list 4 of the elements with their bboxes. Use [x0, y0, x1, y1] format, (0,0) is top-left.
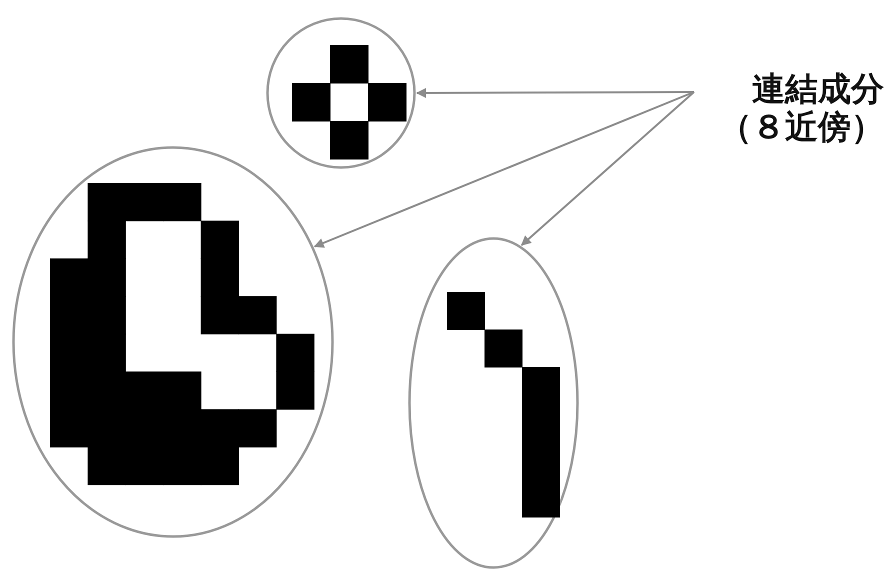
arrow — [416, 88, 694, 98]
arrow — [314, 91, 694, 248]
arrow — [520, 91, 695, 246]
component-label: 連結成分（８近傍） — [718, 70, 884, 146]
